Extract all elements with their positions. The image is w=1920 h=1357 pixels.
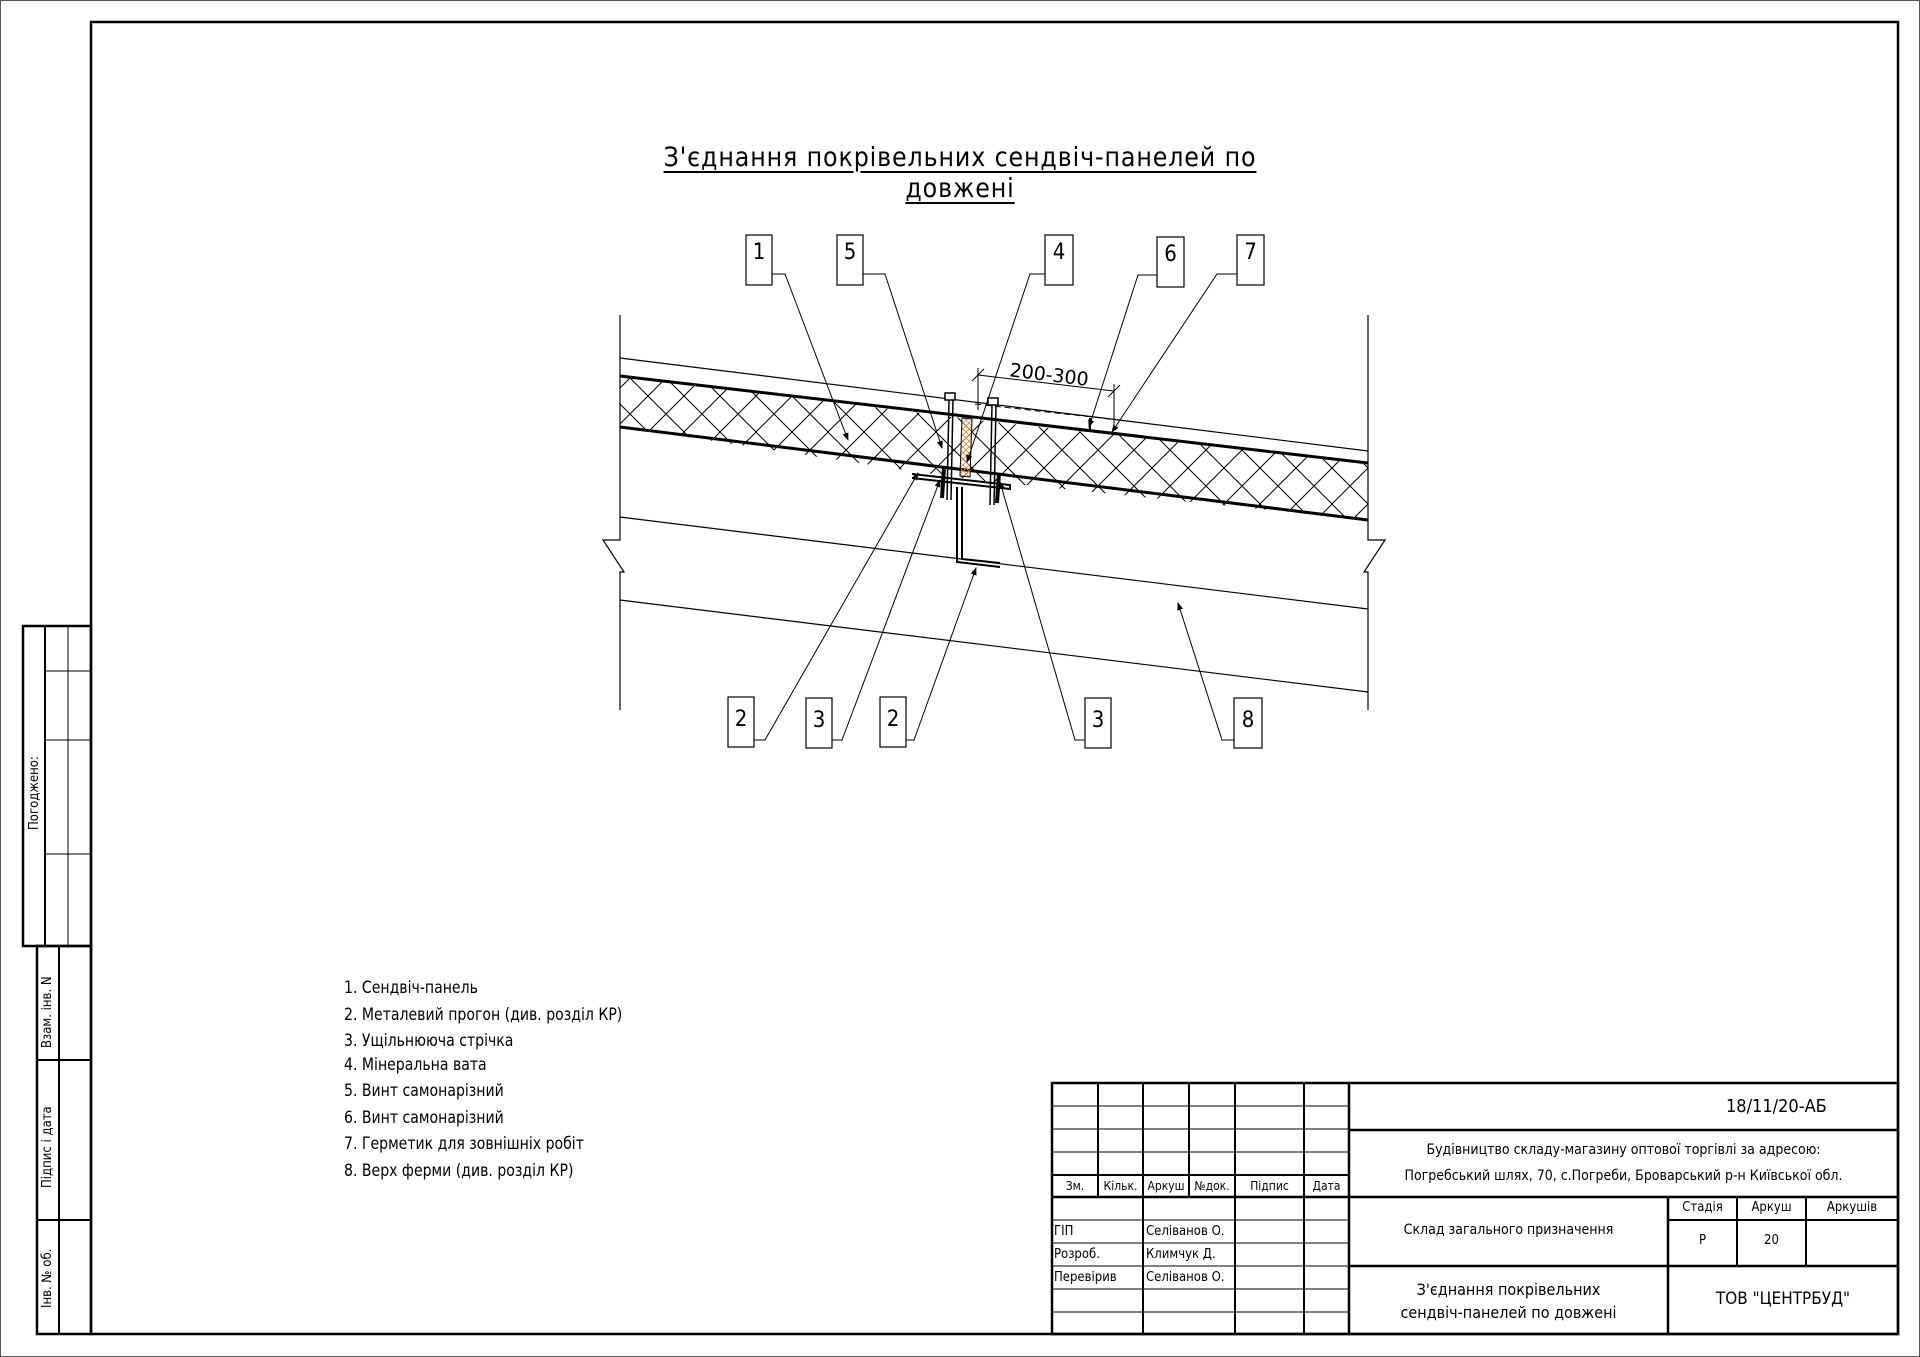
sheet-title-line-1: З'єднання покрівельних	[1416, 1280, 1601, 1299]
callout-3b: 3	[1091, 708, 1105, 733]
note-item: 4. Мінеральна вата	[344, 1054, 487, 1075]
title-block-grid	[1050, 1081, 1900, 1336]
note-item: 3. Ущільнююча стрічка	[344, 1031, 514, 1051]
role-checked: Перевірив	[1054, 1270, 1117, 1285]
break-line-left	[601, 315, 626, 710]
mineral-wool	[959, 417, 973, 478]
role-gip: ГІП	[1054, 1224, 1074, 1239]
header-zm: Зм.	[1065, 1179, 1085, 1193]
note-item: 5. Винт самонарізний	[344, 1081, 504, 1101]
callout-2b: 2	[886, 707, 900, 732]
callout-8: 8	[1241, 708, 1255, 733]
truss-top-line	[619, 516, 1369, 610]
callout-6: 6	[1164, 242, 1177, 267]
doc-code: 18/11/20-АБ	[1726, 1096, 1827, 1117]
notes-list: 1. Сендвіч-панель 2. Металевий прогон (д…	[344, 975, 622, 1184]
side-label-agreed: Погоджено:	[27, 756, 42, 830]
callout-2a: 2	[734, 707, 748, 732]
callout-7: 7	[1244, 240, 1257, 265]
callout-3a: 3	[812, 708, 826, 733]
note-item: 8. Верх ферми (див. розділ КР)	[344, 1160, 574, 1181]
svg-text:200-300: 200-300	[1008, 359, 1089, 391]
purlin	[911, 473, 1011, 568]
header-ndok: №док.	[1194, 1179, 1230, 1193]
dimension-200-300	[971, 368, 1121, 425]
truss-bottom-line	[619, 599, 1369, 693]
note-item: 1. Сендвіч-панель	[344, 978, 478, 998]
project-line-1: Будівництво складу-магазину оптової торг…	[1426, 1142, 1821, 1158]
sheet-label: Аркуш	[1751, 1200, 1792, 1215]
object-name: Склад загального призначення	[1403, 1222, 1614, 1238]
drawing-title: З'єднання покрівельних сендвіч-панелей п…	[663, 142, 1257, 204]
sandwich-panel-left	[620, 376, 945, 476]
name-gip: Селіванов О.	[1146, 1224, 1225, 1239]
name-developer: Климчук Д.	[1146, 1247, 1216, 1262]
company-name: ТОВ "ЦЕНТРБУД"	[1715, 1289, 1851, 1309]
side-label-sign-date: Підпис і дата	[40, 1106, 55, 1188]
screw-left	[940, 392, 956, 501]
stage-label: Стадія	[1682, 1200, 1723, 1215]
header-data: Дата	[1312, 1179, 1341, 1193]
project-line-2: Погребський шлях, 70, с.Погреби, Броварс…	[1404, 1168, 1843, 1184]
callout-5: 5	[843, 240, 857, 265]
note-item: 6. Винт самонарізний	[344, 1107, 504, 1128]
name-checked: Селіванов О.	[1146, 1270, 1225, 1285]
break-line-right	[1362, 315, 1387, 710]
side-stamp	[21, 624, 93, 1336]
side-label-inv-orig: Інв. № об.	[40, 1248, 55, 1308]
sandwich-panel-right	[985, 421, 1368, 520]
note-item: 2. Металевий прогон (див. розділ КР)	[344, 1004, 623, 1025]
callout-1: 1	[752, 240, 766, 265]
header-pidpys: Підпис	[1250, 1179, 1289, 1193]
callout-4: 4	[1052, 240, 1066, 265]
stage-value: Р	[1698, 1233, 1707, 1248]
side-label-replace-inv: Взам. інв. N	[40, 976, 55, 1048]
note-item: 7. Герметик для зовнішніх робіт	[344, 1134, 584, 1154]
sheets-label: Аркушів	[1826, 1200, 1878, 1215]
header-arkush: Аркуш	[1147, 1179, 1185, 1193]
sheet-title-line-2: сендвіч-панелей по довжені	[1400, 1303, 1617, 1322]
header-kilk: Кільк.	[1103, 1179, 1138, 1193]
screw-right	[987, 397, 1001, 506]
sheet-value: 20	[1764, 1233, 1779, 1248]
role-developer: Розроб.	[1054, 1247, 1100, 1262]
